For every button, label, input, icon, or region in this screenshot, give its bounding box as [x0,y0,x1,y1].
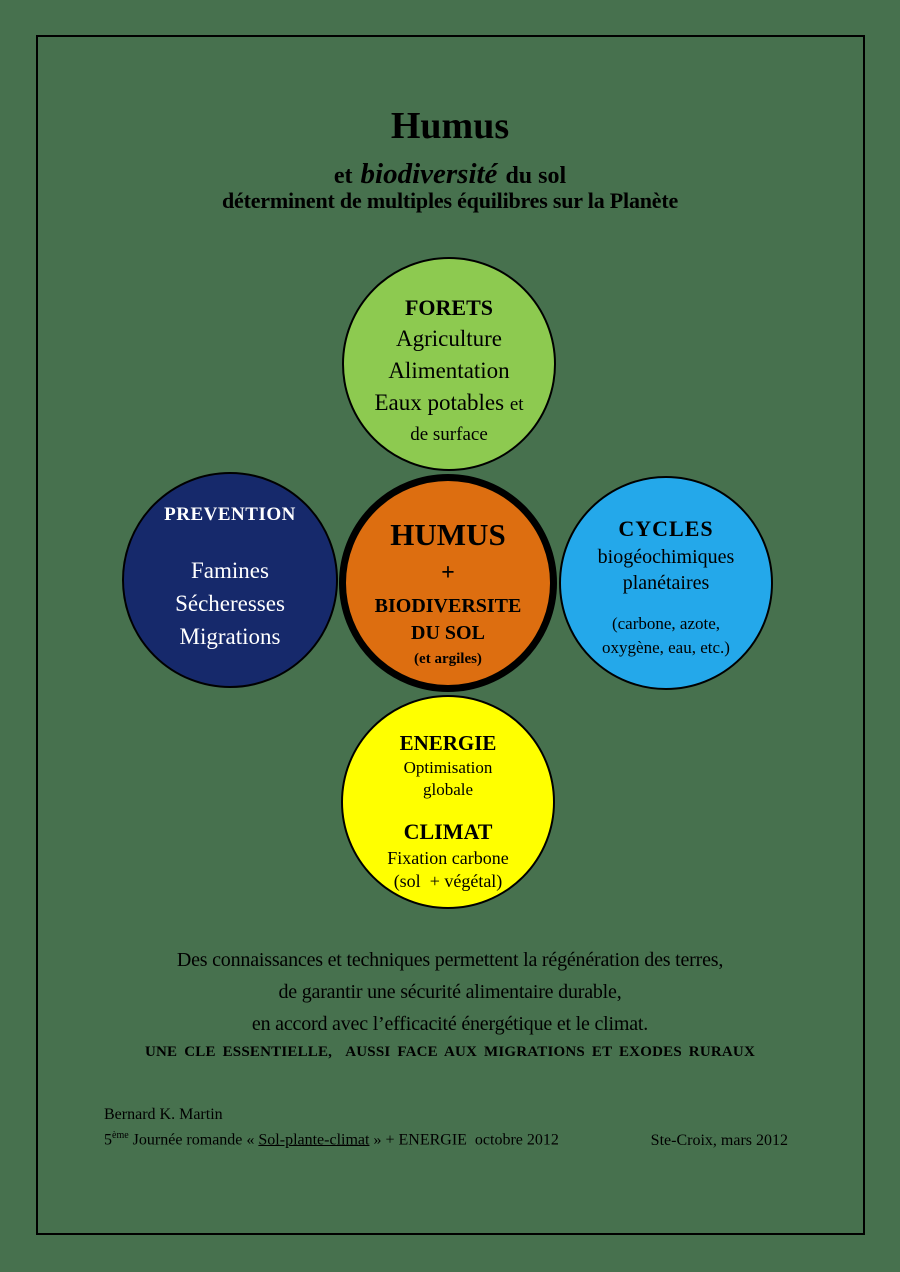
forets-line-agriculture: Agriculture [395,326,502,351]
forets-eaux-main: Eaux potables [374,390,510,415]
circle-humus: HUMUS + BIODIVERSITE DU SOL (et argiles) [339,474,557,692]
place-date: Ste-Croix, mars 2012 [650,1132,788,1149]
page-subtitle: et biodiversité du sol [0,158,900,192]
cycles-sub-biogeochimiques: biogéochimiques [597,546,735,568]
climat-heading: CLIMAT [403,819,493,844]
subtitle-suffix: du sol [505,163,567,189]
humus-heading: HUMUS [390,517,506,552]
humus-note-argiles: (et argiles) [414,651,482,667]
page-title: Humus [390,105,510,147]
forets-line-alimentation: Alimentation [388,358,510,383]
author-name: Bernard K. Martin [104,1106,223,1123]
forets-eaux-et: et [509,394,524,415]
subtitle-biodiversite: biodiversité [360,158,498,190]
page-border-frame [36,35,865,1235]
event-number: 5 [104,1131,112,1149]
subtitle-prefix: et [333,163,353,189]
conclusion-line-2: de garantir une sécurité alimentaire dur… [278,981,622,1003]
humus-line-biodiversite: BIODIVERSITE [374,595,522,617]
event-ordinal-suffix: ème [112,1130,129,1141]
humus-line-du-sol: DU SOL [411,622,485,644]
conclusion-paragraph: Des connaissances et techniques permette… [0,944,900,1040]
event-text: Journée romande « [128,1131,259,1149]
forets-heading: FORETS [404,295,494,320]
key-statement: UNE CLE ESSENTIELLE, AUSSI FACE AUX MIGR… [144,1044,756,1060]
cycles-notes: (carbone, azote, oxygène, eau, etc.) [561,612,771,660]
page-subtitle-line3: déterminent de multiples équilibres sur … [221,188,679,213]
conclusion-line-3: en accord avec l’efficacité énergétique … [251,1013,649,1035]
circle-energie-climat: ENERGIE Optimisation globale CLIMAT Fixa… [341,695,555,909]
circle-forets: FORETS Agriculture Alimentation Eaux pot… [342,257,556,471]
cycles-sub-planetaires: planétaires [622,572,710,594]
event-title-underlined: Sol-plante-climat [258,1131,370,1149]
cycles-note-carbone: (carbone, azote, [611,614,721,633]
cycles-note-oxygene: oxygène, eau, etc.) [602,638,730,657]
conclusion-line-1: Des connaissances et techniques permette… [176,949,724,971]
prevention-lines: Famines Sécheresses Migrations [124,554,336,653]
forets-line-surface: de surface [410,424,488,445]
climat-sub-fixation: Fixation carbone [387,848,509,868]
humus-plus-sign: + [441,560,455,586]
energie-sub-optimisation: Optimisation [403,758,493,777]
circle-cycles: CYCLES biogéochimiques planétaires (carb… [559,476,773,690]
circle-prevention: PREVENTION Famines Sécheresses Migration… [122,472,338,688]
prevention-line-famines: Famines [191,558,269,583]
event-reference: 5ème Journée romande « Sol-plante-climat… [104,1130,559,1149]
event-date: » + ENERGIE octobre 2012 [369,1131,559,1149]
cycles-heading: CYCLES [618,516,714,541]
climat-note-sol-vegetal: (sol + végétal) [393,871,503,891]
prevention-line-secheresses: Sécheresses [175,591,285,616]
prevention-heading: PREVENTION [164,504,296,525]
prevention-line-migrations: Migrations [179,624,281,649]
forets-line-eaux: Eaux potables et [344,387,554,421]
energie-heading: ENERGIE [399,731,497,755]
energie-sub-globale: globale [422,780,474,799]
